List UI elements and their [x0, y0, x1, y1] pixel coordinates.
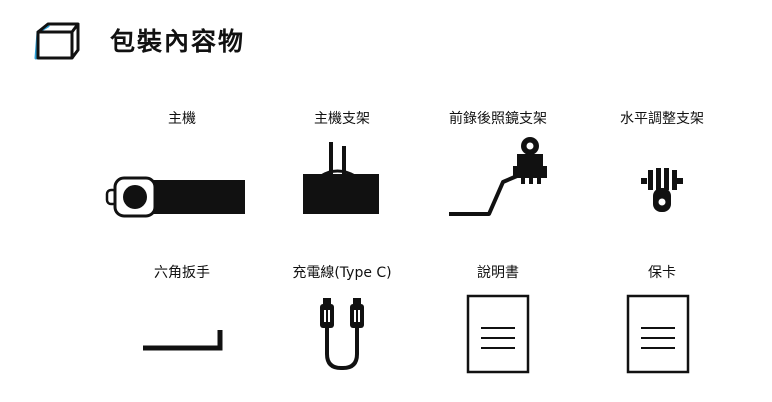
- item-warranty-card: 保卡: [577, 262, 747, 402]
- item-label: 保卡: [648, 265, 676, 281]
- item-level-adjust-mount: 水平調整支架: [577, 108, 747, 248]
- item-main-unit: 主機: [97, 108, 267, 248]
- item-manual: 說明書: [413, 262, 583, 402]
- warranty-card-icon: [626, 294, 690, 374]
- package-box-icon: [34, 22, 80, 60]
- item-hex-wrench: 六角扳手: [97, 262, 267, 402]
- item-label: 前錄後照鏡支架: [449, 111, 547, 127]
- dashcam-main-unit-icon: [105, 176, 245, 218]
- item-label: 水平調整支架: [620, 111, 704, 127]
- usb-c-cable-icon: [320, 298, 364, 370]
- item-label: 充電線(Type C): [292, 265, 392, 281]
- main-mount-icon: [303, 142, 379, 214]
- hex-wrench-icon: [143, 330, 223, 351]
- item-mirror-mount: 前錄後照鏡支架: [413, 108, 583, 248]
- page-title: 包裝內容物: [110, 27, 246, 56]
- item-label: 主機: [168, 111, 196, 127]
- mirror-mount-icon: [449, 137, 547, 216]
- item-main-mount: 主機支架: [257, 108, 427, 248]
- item-label: 主機支架: [314, 111, 370, 127]
- section-header: 包裝內容物: [32, 20, 245, 60]
- item-label: 說明書: [477, 265, 519, 281]
- item-usb-c-cable: 充電線(Type C): [257, 262, 427, 402]
- item-label: 六角扳手: [154, 265, 210, 281]
- manual-document-icon: [466, 294, 530, 374]
- level-adjust-mount-icon: [641, 168, 683, 212]
